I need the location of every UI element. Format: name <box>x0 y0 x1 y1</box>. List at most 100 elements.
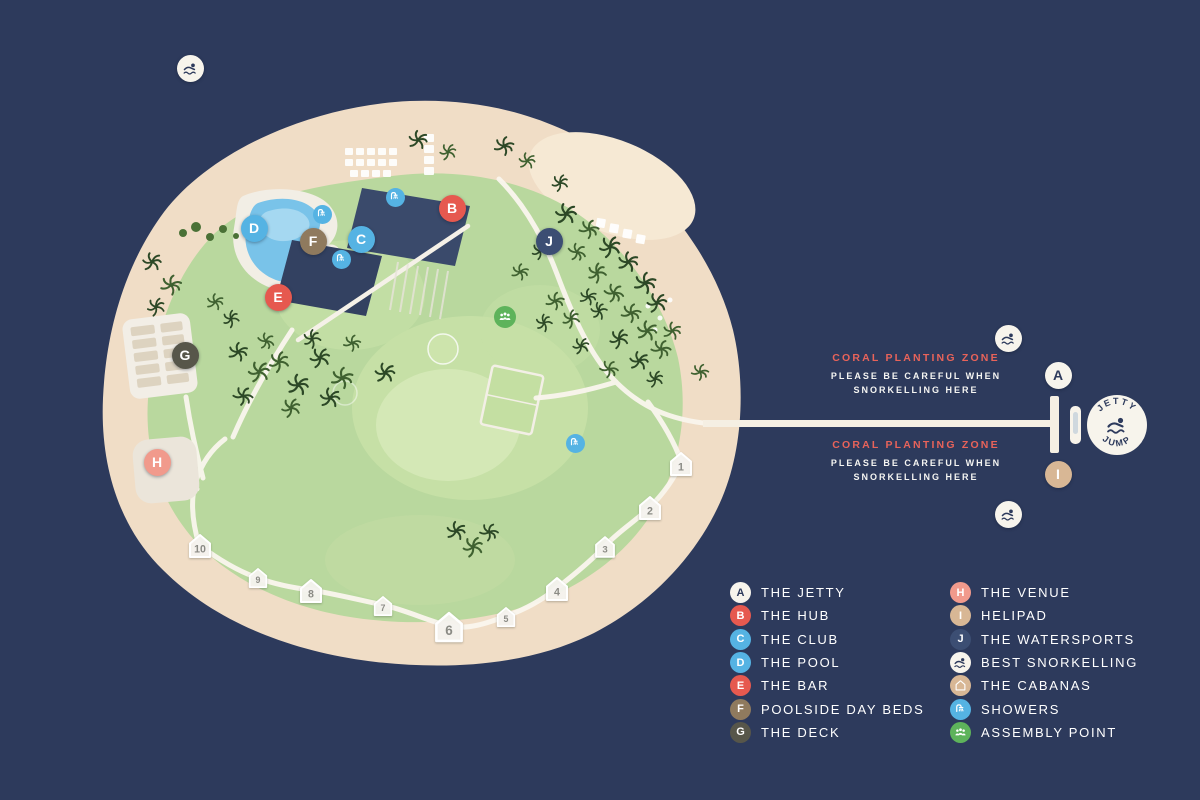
legend-label: THE POOL <box>761 655 841 671</box>
coral-zone-note-2: CORAL PLANTING ZONE PLEASE BE CAREFUL WH… <box>806 439 1026 484</box>
legend-label: HELIPAD <box>981 608 1048 624</box>
legend-letter-icon-E: E <box>730 675 751 697</box>
legend-item-best-snorkelling: BEST SNORKELLING <box>950 651 1138 674</box>
legend-item-helipad: I HELIPAD <box>950 604 1138 627</box>
legend-label: ASSEMBLY POINT <box>981 724 1118 740</box>
legend-item-the-bar: E THE BAR <box>730 674 925 697</box>
coral-zone-title: CORAL PLANTING ZONE <box>832 352 1000 364</box>
legend-letter-icon-A: A <box>730 582 751 604</box>
shower-icon-1 <box>312 204 332 224</box>
coral-zone-text: SNORKELLING HERE <box>853 385 979 395</box>
map-marker-D[interactable]: D <box>240 214 268 242</box>
shower-icon-3 <box>331 249 351 269</box>
sun-loungers <box>345 134 434 177</box>
jetty-jump-badge: JETTY JUMP <box>1087 395 1147 455</box>
legend-label: SHOWERS <box>981 701 1061 717</box>
map-marker-B[interactable]: B <box>438 194 466 222</box>
cabana-marker-10[interactable]: 10 <box>185 531 215 561</box>
shower-icon-4 <box>565 433 585 453</box>
legend-letter-icon-J: J <box>950 628 971 650</box>
legend-letter-icon-B: B <box>730 605 751 627</box>
legend-letter-icon-I: I <box>950 605 971 627</box>
legend-item-poolside-day-beds: F POOLSIDE DAY BEDS <box>730 697 925 720</box>
jetty <box>703 396 1081 453</box>
svg-text:5: 5 <box>504 614 509 624</box>
cabana-marker-3[interactable]: 3 <box>592 534 619 561</box>
legend-item-the-watersports: J THE WATERSPORTS <box>950 628 1138 651</box>
coral-zone-title: CORAL PLANTING ZONE <box>832 439 1000 451</box>
legend-label: THE VENUE <box>981 585 1071 601</box>
legend-letter-icon-H: H <box>950 582 971 604</box>
coral-zone-note-1: CORAL PLANTING ZONE PLEASE BE CAREFUL WH… <box>806 352 1026 397</box>
beach-tents <box>595 217 646 245</box>
cabana-marker-7[interactable]: 7 <box>371 594 396 619</box>
svg-text:4: 4 <box>554 586 560 598</box>
legend-column-1: A THE JETTY B THE HUB C THE CLUB D THE POOL E THE… <box>730 581 925 744</box>
legend-label: BEST SNORKELLING <box>981 655 1139 671</box>
coral-zone-text: PLEASE BE CAREFUL WHEN <box>830 458 1002 468</box>
snorkelling-spot-icon-2 <box>994 324 1022 352</box>
legend-label: THE DECK <box>761 724 841 740</box>
jetty-jump-bottom-text: JUMP <box>1101 433 1131 448</box>
cabana-marker-8[interactable]: 8 <box>296 576 326 606</box>
coral-zone-text: SNORKELLING HERE <box>853 472 979 482</box>
assembly-point-icon-1 <box>494 306 516 328</box>
svg-text:8: 8 <box>308 588 314 600</box>
cabana-marker-1[interactable]: 1 <box>666 449 696 479</box>
legend-item-showers: SHOWERS <box>950 697 1138 720</box>
legend-column-2: H THE VENUE I HELIPAD J THE WATERSPORTS BEST S… <box>950 581 1138 744</box>
house-icon <box>950 675 971 697</box>
legend-label: THE JETTY <box>761 585 846 601</box>
people-icon <box>950 721 971 743</box>
legend-letter-icon-D: D <box>730 652 751 674</box>
svg-text:3: 3 <box>602 545 607 556</box>
shower-icon <box>950 698 971 720</box>
legend-letter-icon-F: F <box>730 698 751 720</box>
legend-item-assembly-point: ASSEMBLY POINT <box>950 721 1138 744</box>
svg-text:1: 1 <box>678 461 684 473</box>
svg-text:6: 6 <box>445 623 452 638</box>
legend: A THE JETTY B THE HUB C THE CLUB D THE POOL E THE… <box>730 581 1200 751</box>
legend-letter-icon-C: C <box>730 628 751 650</box>
snorkelling-spot-icon-3 <box>994 500 1022 528</box>
map-marker-C[interactable]: C <box>347 225 375 253</box>
map-marker-E[interactable]: E <box>264 283 292 311</box>
map-marker-I[interactable]: I <box>1044 460 1072 488</box>
snorkelling-spot-icon-1 <box>176 54 204 82</box>
legend-item-the-hub: B THE HUB <box>730 604 925 627</box>
legend-item-the-venue: H THE VENUE <box>950 581 1138 604</box>
legend-label: THE WATERSPORTS <box>981 631 1135 647</box>
svg-text:7: 7 <box>381 603 386 613</box>
svg-text:JUMP: JUMP <box>1101 433 1133 448</box>
cabana-marker-5[interactable]: 5 <box>494 605 519 630</box>
svg-text:10: 10 <box>194 543 206 555</box>
svg-text:2: 2 <box>647 505 653 517</box>
shrubs <box>179 222 239 241</box>
swim-icon <box>950 652 971 674</box>
legend-item-the-cabanas: THE CABANAS <box>950 674 1138 697</box>
cabana-marker-9[interactable]: 9 <box>246 566 271 591</box>
sports-court <box>479 364 545 436</box>
legend-item-the-club: C THE CLUB <box>730 628 925 651</box>
coral-zone-text: PLEASE BE CAREFUL WHEN <box>830 371 1002 381</box>
svg-text:9: 9 <box>256 575 261 585</box>
map-marker-G[interactable]: G <box>171 341 199 369</box>
cabana-marker-6[interactable]: 6 <box>430 608 468 646</box>
legend-label: POOLSIDE DAY BEDS <box>761 701 925 717</box>
legend-label: THE BAR <box>761 678 830 694</box>
map-marker-A[interactable]: A <box>1044 361 1072 389</box>
legend-label: THE CABANAS <box>981 678 1092 694</box>
cabana-marker-4[interactable]: 4 <box>542 574 572 604</box>
shower-icon-2 <box>385 187 405 207</box>
cabana-marker-2[interactable]: 2 <box>635 493 665 523</box>
legend-item-the-jetty: A THE JETTY <box>730 581 925 604</box>
map-marker-F[interactable]: F <box>299 227 327 255</box>
map-marker-H[interactable]: H <box>143 448 171 476</box>
legend-label: THE HUB <box>761 608 830 624</box>
legend-label: THE CLUB <box>761 631 839 647</box>
legend-item-the-pool: D THE POOL <box>730 651 925 674</box>
map-marker-J[interactable]: J <box>535 227 563 255</box>
